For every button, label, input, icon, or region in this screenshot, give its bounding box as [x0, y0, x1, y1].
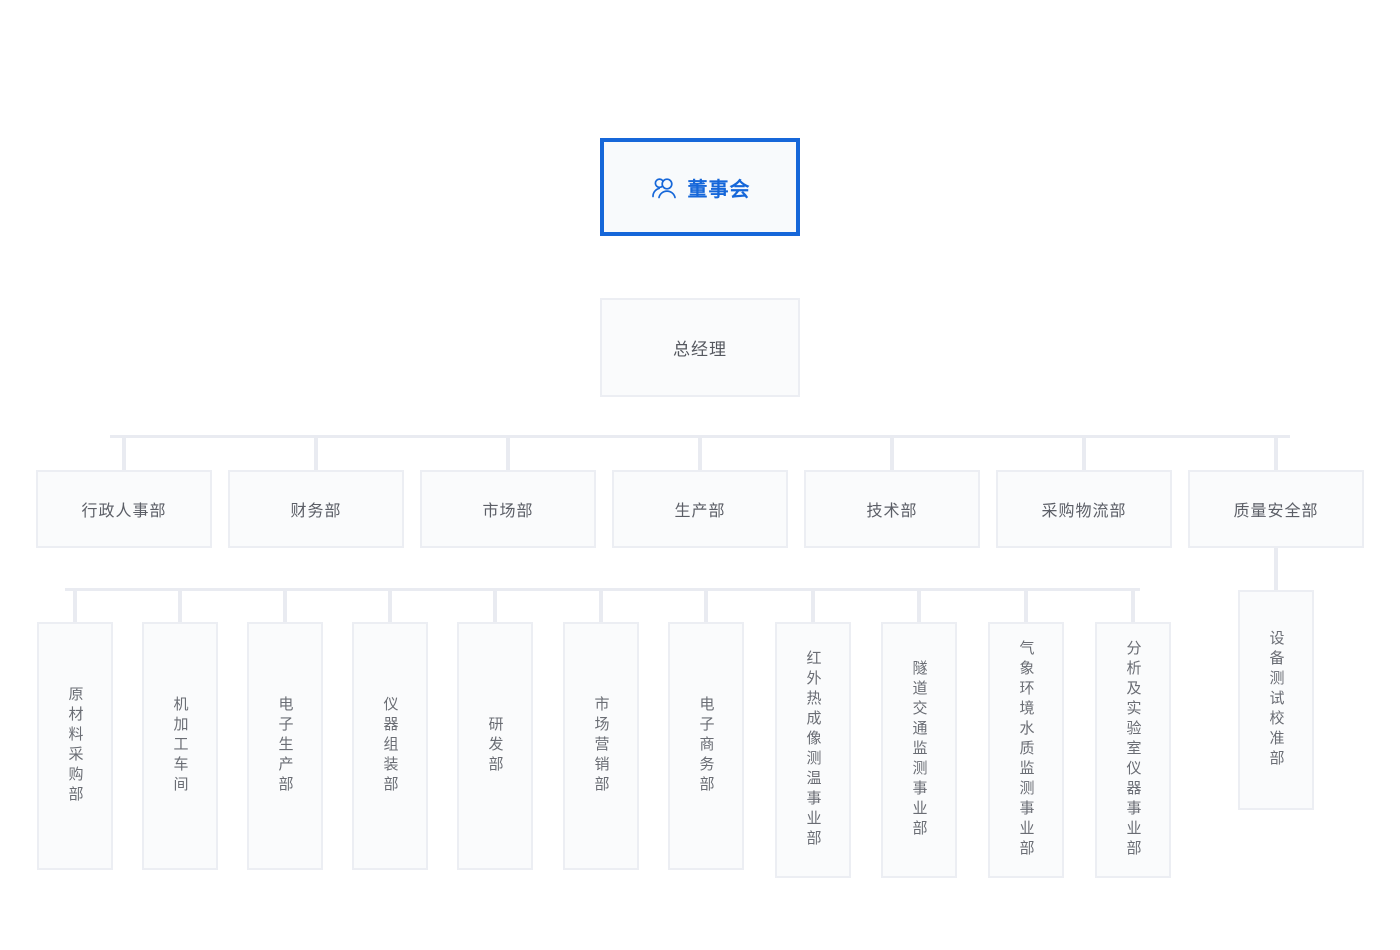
connector-stub: [698, 437, 702, 471]
subdept-label: 原材料采购部: [66, 686, 84, 806]
node-dept-technology[interactable]: 技术部: [804, 470, 980, 548]
connector-stub: [314, 437, 318, 471]
node-sub-electronics-production[interactable]: 电子生产部: [247, 622, 323, 870]
dept-label: 行政人事部: [81, 503, 167, 520]
connector-stub: [283, 590, 287, 622]
dept-label: 市场部: [482, 503, 534, 520]
node-dept-admin-hr[interactable]: 行政人事部: [36, 470, 212, 548]
node-sub-infrared-thermal-imaging[interactable]: 红外热成像测温事业部: [775, 622, 851, 878]
subdept-label: 电子商务部: [697, 696, 715, 796]
connector-stub: [811, 590, 815, 622]
dept-label: 财务部: [290, 503, 342, 520]
connector-stub: [890, 437, 894, 471]
subdept-label: 红外热成像测温事业部: [804, 650, 822, 850]
subdept-label: 仪器组装部: [381, 696, 399, 796]
subdept-label: 市场营销部: [592, 696, 610, 796]
node-general-manager-label: 总经理: [673, 340, 727, 359]
node-sub-marketing[interactable]: 市场营销部: [563, 622, 639, 870]
connector-rail-subdepartments: [65, 588, 1140, 591]
subdept-label: 研发部: [486, 716, 504, 776]
connector-stub: [388, 590, 392, 622]
connector-stub: [73, 590, 77, 622]
node-dept-quality-safety[interactable]: 质量安全部: [1188, 470, 1364, 548]
connector-stub: [493, 590, 497, 622]
node-sub-machining-workshop[interactable]: 机加工车间: [142, 622, 218, 870]
connector-stub: [1024, 590, 1028, 622]
subdept-label: 电子生产部: [276, 696, 294, 796]
node-sub-rnd[interactable]: 研发部: [457, 622, 533, 870]
dept-label: 质量安全部: [1233, 503, 1319, 520]
connector-stub: [917, 590, 921, 622]
node-dept-finance[interactable]: 财务部: [228, 470, 404, 548]
dept-label: 采购物流部: [1041, 503, 1127, 520]
node-sub-tunnel-traffic-monitoring[interactable]: 隧道交通监测事业部: [881, 622, 957, 878]
connector-stub: [1082, 437, 1086, 471]
node-sub-analysis-lab-instruments[interactable]: 分析及实验室仪器事业部: [1095, 622, 1171, 878]
node-dept-production[interactable]: 生产部: [612, 470, 788, 548]
node-dept-market[interactable]: 市场部: [420, 470, 596, 548]
dept-label: 技术部: [866, 503, 918, 520]
node-dept-procurement-logistics[interactable]: 采购物流部: [996, 470, 1172, 548]
connector-stub: [178, 590, 182, 622]
subdept-label: 机加工车间: [171, 696, 189, 796]
node-general-manager[interactable]: 总经理: [600, 298, 800, 397]
subdept-label: 分析及实验室仪器事业部: [1124, 640, 1142, 860]
node-sub-ecommerce[interactable]: 电子商务部: [668, 622, 744, 870]
connector-stub-quality: [1274, 548, 1278, 590]
connector-rail-departments: [110, 435, 1290, 438]
connector-stub: [599, 590, 603, 622]
connector-stub: [1274, 437, 1278, 471]
connector-stub: [704, 590, 708, 622]
connector-stub: [1131, 590, 1135, 622]
subdept-label: 隧道交通监测事业部: [910, 660, 928, 840]
subdept-label: 设备测试校准部: [1267, 630, 1285, 770]
connector-stub: [506, 437, 510, 471]
node-sub-raw-material-procurement[interactable]: 原材料采购部: [37, 622, 113, 870]
node-board-label: 董事会: [687, 178, 751, 201]
team-icon: [651, 178, 676, 199]
connector-stub: [122, 437, 126, 471]
node-board[interactable]: 董事会: [600, 138, 800, 236]
subdept-label: 气象环境水质监测事业部: [1017, 640, 1035, 860]
node-sub-instrument-assembly[interactable]: 仪器组装部: [352, 622, 428, 870]
node-sub-meteo-env-water-monitoring[interactable]: 气象环境水质监测事业部: [988, 622, 1064, 878]
node-sub-equipment-test-calibration[interactable]: 设备测试校准部: [1238, 590, 1314, 810]
dept-label: 生产部: [674, 503, 726, 520]
